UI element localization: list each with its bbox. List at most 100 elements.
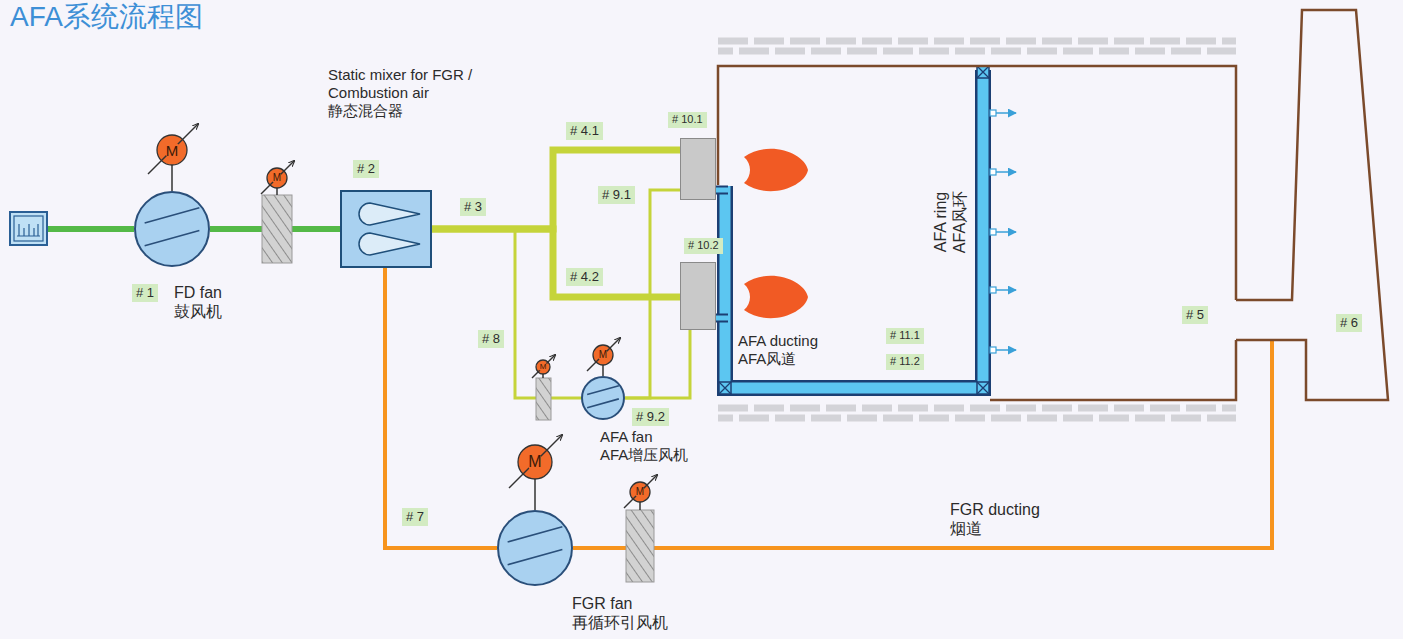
motor-letter: M [527,454,542,470]
motor-letter: M [598,350,608,360]
afa-nozzle-arrow [990,229,996,235]
fd-fan: FD fan 鼓风机# 1 [134,191,210,267]
motor-letter: M [635,487,645,497]
afa-nozzle-arrow [990,110,996,116]
callout-number: # 10.2 [684,238,723,254]
fgr-fan: FGR fan 再循环引风机 [497,510,573,586]
duct-label: FGR ducting 烟道 [950,500,1055,538]
air-intake-silencer [47,226,134,232]
motor-letter: M [272,173,282,183]
callout-number: # 11.2 [886,354,924,370]
equipment-label: Static mixer for FGR / Combustion air 静态… [328,66,503,120]
afa-duct [725,70,983,388]
motor-symbol [534,479,536,510]
afa-nozzle-arrow [996,113,1016,350]
motor-symbol [602,365,604,376]
callout-number: # 9.2 [632,408,669,426]
afa-duct [725,70,983,388]
damper [262,195,654,582]
motor-symbol [587,338,620,371]
chimney-stack-outline [1236,8,1392,402]
motor-letter: M [539,363,548,371]
damper [626,510,654,582]
afa-duct [719,66,989,394]
afa-duct [719,66,989,394]
furnace: # 5 [718,66,1236,400]
damper [262,195,292,263]
static-mixer: Static mixer for FGR / Combustion air 静态… [340,190,432,268]
fan-impeller [508,527,563,565]
furnace-wall [718,66,1236,400]
fan-impeller [587,386,619,408]
fan-casing [582,377,624,419]
burner-casing [681,263,716,330]
afa-duct [714,190,728,318]
burner-flame [744,276,808,318]
duct-connector [432,229,581,398]
motor-symbol [261,161,294,194]
brick-wall [718,38,1236,45]
motor-symbol [624,475,657,508]
duct-connector [625,190,680,398]
air-intake-silencer [14,216,43,241]
callout-number: # 4.2 [566,268,603,286]
motor-symbol [509,435,562,488]
duct-connector [432,229,680,297]
burner-box: # 10.2 [680,262,716,330]
duct-connector [573,340,1272,548]
mixer-vane [359,233,420,255]
burner-box-outline [680,262,716,330]
callout-number: # 6 [1336,314,1362,332]
burner-flame [744,149,808,191]
callout-number: # 11.1 [886,328,924,344]
callout-number: # 8 [478,330,504,348]
damper [536,378,551,420]
callout-number: # 9.1 [598,186,635,204]
callout-number: # 1 [132,284,158,302]
afa-nozzle-arrow [996,349,1016,351]
air-intake-silencer [17,224,40,236]
burner-casing [681,139,716,200]
brick-wall [718,415,1236,422]
brick-wall [718,48,1236,55]
furnace-outline [718,66,1236,400]
afa-duct [714,66,989,394]
afa-fan: AFA fan AFA增压风机 [581,376,625,420]
callout-number: # 5 [1182,306,1208,324]
air-intake-silencer [10,212,47,245]
motor-letter: M [165,143,180,158]
callout-number: # 7 [402,508,428,526]
afa-fan-outline [581,376,625,420]
brick-wall [718,41,1236,418]
afa-nozzle-arrow [990,347,996,353]
page-title: AFA系统流程图 [10,0,203,34]
burner-box: # 10.1 [680,138,716,200]
motor-symbol [148,124,657,508]
callout-number: # 4.1 [566,122,603,140]
afa-duct-label: AFA ducting AFA风道 [738,332,833,368]
fan-casing [135,192,209,266]
afa-nozzle-arrow [990,169,996,175]
mixer-casing [341,191,431,267]
motor-symbol [171,165,173,191]
duct-connector [432,150,680,229]
motor-symbol [639,502,641,510]
static-mixer-outline [340,190,432,268]
burner-flame [744,149,808,318]
equipment-label: FD fan 鼓风机 [174,283,238,321]
fan-impeller [145,208,200,246]
duct-connector [625,330,690,398]
callout-number: # 3 [460,198,486,216]
air-intake-silencer [10,212,134,245]
fgr-fan-outline [497,510,573,586]
duct-connector [385,268,497,548]
afa-nozzle-arrow [990,110,996,353]
motor-symbol [157,135,650,502]
fd-fan-outline [134,191,210,267]
equipment-label: AFA fan AFA增压风机 [600,428,715,464]
afa-duct [714,190,728,318]
motor-symbol [172,165,640,510]
